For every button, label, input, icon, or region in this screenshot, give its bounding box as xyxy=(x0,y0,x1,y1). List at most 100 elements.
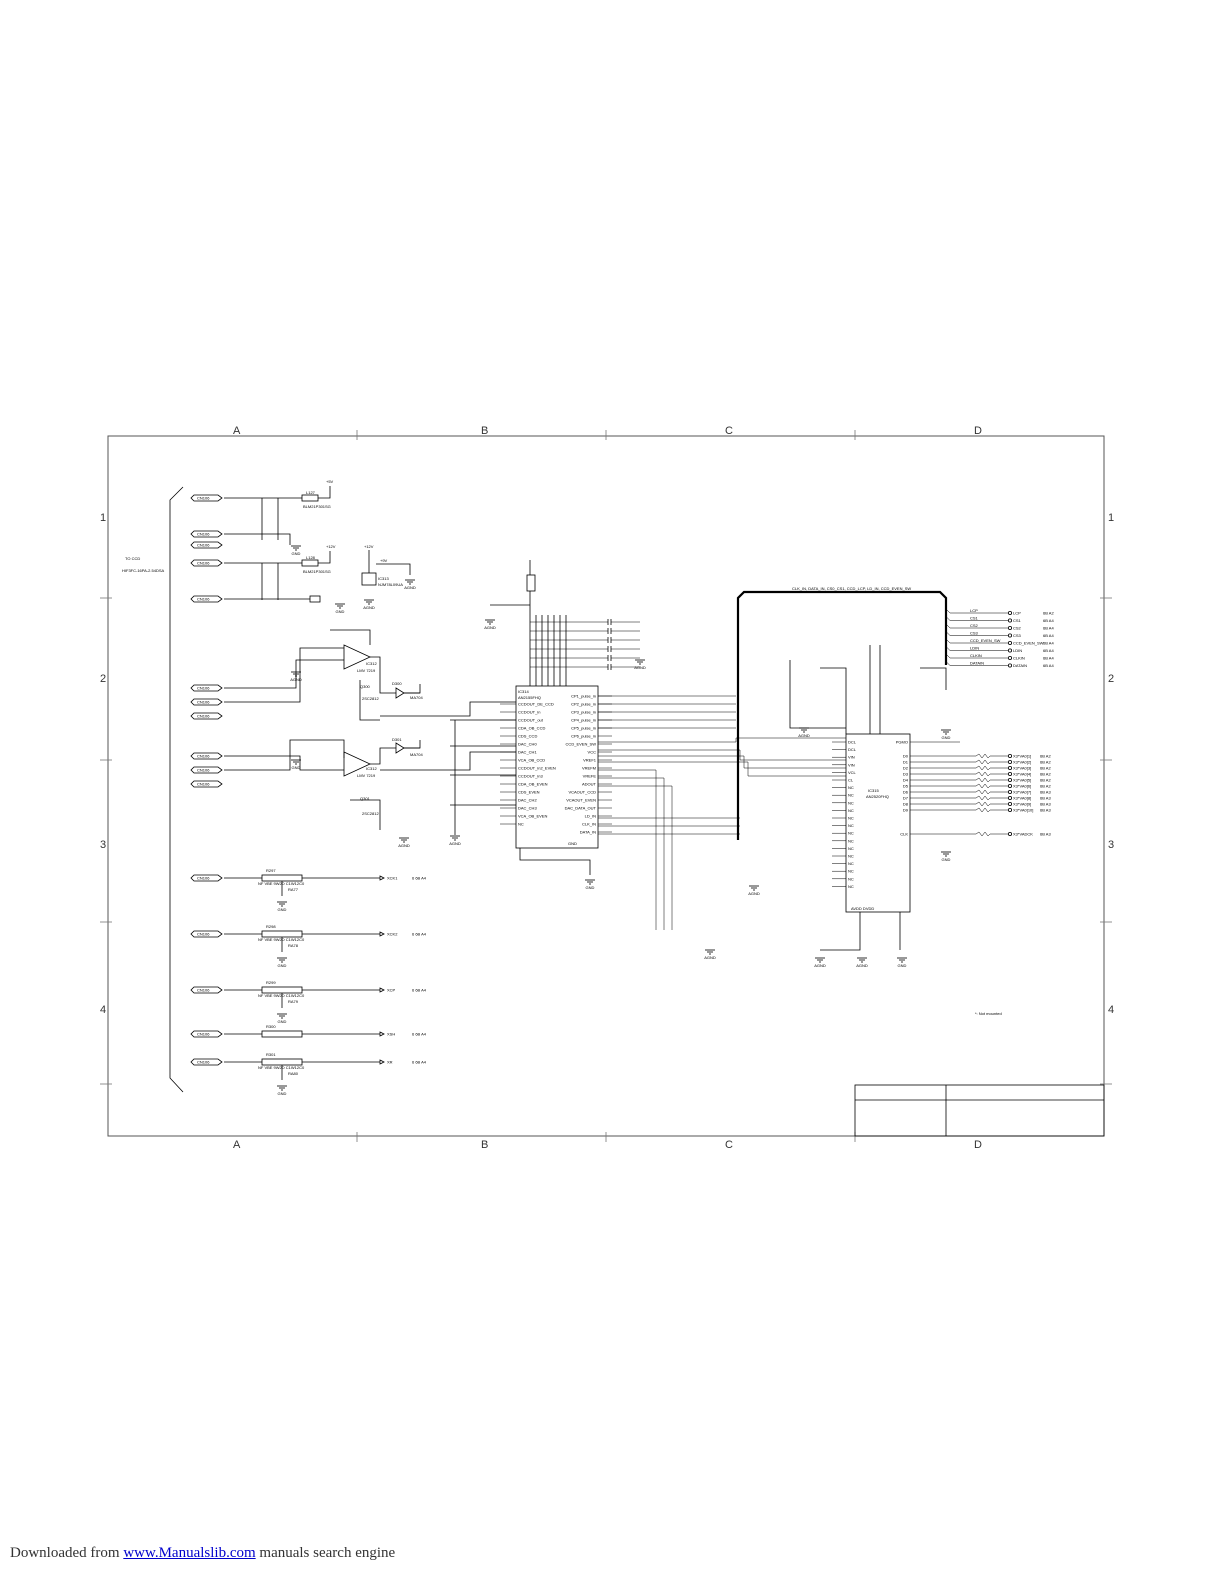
connector-pin-1 xyxy=(190,530,223,538)
adc-left-pin-19: NC xyxy=(848,884,854,889)
ground-label-16: GND xyxy=(898,963,907,968)
right-signal-port-label-1: CS1 xyxy=(1013,618,1022,623)
rnet-port-4 xyxy=(379,1059,385,1065)
zone-col-c-bottom: C xyxy=(725,1139,733,1151)
afe-right-pin-10: VREFE xyxy=(583,774,597,779)
rnet-port-1 xyxy=(379,931,385,937)
data-out-label-6: X3*VA0[7] xyxy=(1013,790,1031,795)
adc-right-pin-2: D1 xyxy=(903,760,909,765)
bus-label: CLK_IN, DATA_IN, CS0_CS1, CCD_LCP, LD_IN… xyxy=(792,586,911,591)
afe-right-pin-9: VREFM xyxy=(582,766,596,771)
rnet-ref-3: R300 xyxy=(266,1024,276,1029)
opamp-section-1: IC312 LMV 7219 Q300 2SC2812 D300 MA704 xyxy=(224,629,423,721)
filter-l127-part: BLM21P301SG xyxy=(303,504,331,509)
connector-pin-11 xyxy=(190,874,223,882)
data-out-resistor-8 xyxy=(975,801,991,807)
regulator-ref: IC313 xyxy=(378,576,389,581)
adc-right-pin-1: D0 xyxy=(903,754,909,759)
connector-pin-label-5: CN106 xyxy=(197,686,210,691)
zone-row-2-left: 2 xyxy=(100,673,106,685)
connector-pin-4 xyxy=(190,595,223,603)
adc-left-pin-16: NC xyxy=(848,861,854,866)
afe-left-pin-6: DAC_CH1 xyxy=(518,750,537,755)
data-out-label-9: X3*VA0[10] xyxy=(1013,808,1033,813)
adc-left-pin-1: DCL xyxy=(848,747,857,752)
regulator-ic313: +12V IC313 NJM78L09UA +9V xyxy=(361,544,411,587)
manualslib-link[interactable]: www.Manualslib.com xyxy=(123,1545,256,1561)
adc-left-pin-0: DCL xyxy=(848,740,857,745)
right-signal-label-0: LCP xyxy=(970,608,978,613)
connector-pin-label-0: CN106 xyxy=(197,496,210,501)
afe-right-pin-0: CP1_pulse_in xyxy=(571,694,596,699)
adc-right-pin-8: D7 xyxy=(903,796,909,801)
data-out-port-0 xyxy=(1008,754,1013,759)
connector-pin-9 xyxy=(190,766,223,774)
data-out-port-4 xyxy=(1008,778,1013,783)
afe-right-pin-8: VREF1 xyxy=(583,758,597,763)
opamp-1-diodepart: MA704 xyxy=(410,695,423,700)
rnet-part-0: NF VBE 9W2D C1W12C0 xyxy=(258,881,305,886)
afe-left-pin-9: CCDOUT_in3 xyxy=(518,774,543,779)
line-cn-pins-misc xyxy=(224,533,321,603)
rnet-net-2: RA79 xyxy=(288,999,299,1004)
rnet-port-2 xyxy=(379,987,385,993)
afe-pins-right: CP1_pulse_inCP2_pulse_inCP3_pulse_inCP4_… xyxy=(565,694,612,835)
right-signal-ref-2: 6B A4 xyxy=(1043,626,1054,631)
rnet-net-0: RA77 xyxy=(288,887,299,892)
adc-right-pin-6: D5 xyxy=(903,784,909,789)
data-out-label-4: X3*VA0[5] xyxy=(1013,778,1031,783)
connector-pin-5 xyxy=(190,684,223,692)
connector-pin-3 xyxy=(190,559,223,567)
connector-pin-14 xyxy=(190,1030,223,1038)
right-signal-label-7: DATAIN xyxy=(970,661,984,666)
right-signal-wire-2 xyxy=(945,623,1008,629)
afe-bottom: GND xyxy=(568,841,577,846)
afe-left-pin-12: DAC_CH2 xyxy=(518,798,537,803)
ground-label-8: AGND xyxy=(449,841,461,846)
opamp-1-part: LMV 7219 xyxy=(357,668,376,673)
adc-left-pin-10: NC xyxy=(848,816,854,821)
right-signal-ref-6: 6B A4 xyxy=(1043,656,1054,661)
data-out-resistor-7 xyxy=(975,795,991,801)
data-out-resistor-0 xyxy=(975,753,991,759)
connector-pin-15 xyxy=(190,1058,223,1066)
connector-pin-label-1: CN106 xyxy=(197,532,210,537)
data-out-ref-4: 6B A2 xyxy=(1040,778,1051,783)
connector-ref: TO CCD xyxy=(125,556,140,561)
opamp-1-ref: IC312 xyxy=(366,661,377,666)
opamp-1-trpart: 2SC2812 xyxy=(362,696,379,701)
ground-label-7: AGND xyxy=(398,843,410,848)
zone-row-2-right: 2 xyxy=(1108,673,1114,685)
afe-right-pin-4: CP5_pulse_in xyxy=(571,726,596,731)
rnet-ref-0: R297 xyxy=(266,868,276,873)
right-signal-ref-0: 6B A2 xyxy=(1043,611,1054,616)
adc-right-pin-4: D3 xyxy=(903,772,909,777)
data-out-resistor-2 xyxy=(975,765,991,771)
filter-l127: L127 BLM21P301SG +5V xyxy=(224,479,334,540)
rnet-sheet-1: 6 6B A4 xyxy=(412,932,427,937)
rnet-net-4: RA80 xyxy=(288,1071,299,1076)
rnet-port-0 xyxy=(379,875,385,881)
ground-label-22: GND xyxy=(942,735,951,740)
right-signal-ref-5: 6B A4 xyxy=(1043,648,1054,653)
afe-ref: IC314 xyxy=(518,689,529,694)
data-out-ref-0: 6B A2 xyxy=(1040,754,1051,759)
data-out-label-2: X3*VA0[3] xyxy=(1013,766,1031,771)
connector-pin-label-6: CN106 xyxy=(197,700,210,705)
data-out-resistor-4 xyxy=(975,777,991,783)
data-out-label-0: X3*VA0[1] xyxy=(1013,754,1031,759)
rnet-ref-4: R301 xyxy=(266,1052,276,1057)
data-out-ref-6: 6B A3 xyxy=(1040,790,1051,795)
right-signal-label-2: CS2 xyxy=(970,623,979,628)
connector-pin-10 xyxy=(190,780,223,788)
adc-ref: IC315 xyxy=(868,788,879,793)
right-signal-wire-7 xyxy=(945,661,1008,666)
rnet-ref-2: R299 xyxy=(266,980,276,985)
filter-l127-ref: L127 xyxy=(306,490,316,495)
adc-right-pin-7: D6 xyxy=(903,790,909,795)
right-signal-wire-6 xyxy=(945,653,1008,659)
rnet-out-4: XR xyxy=(387,1060,393,1065)
data-out-ref-7: 6B A3 xyxy=(1040,796,1051,801)
afe-right-pin-13: VCAOUT_EVEN xyxy=(566,798,596,803)
